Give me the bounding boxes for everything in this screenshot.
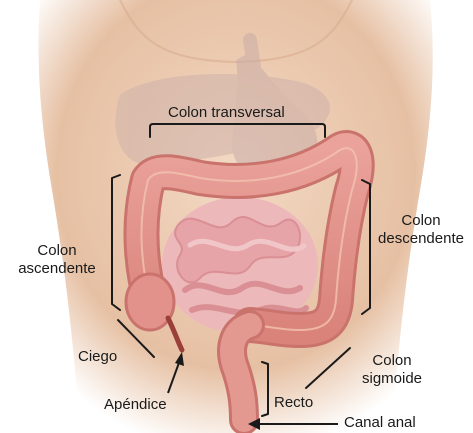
label-colon-sigmoide-line1: Colon [352, 352, 432, 370]
label-colon-descendente-line2: descendente [374, 230, 468, 248]
label-ciego: Ciego [78, 348, 117, 366]
label-colon-descendente-line1: Colon [374, 212, 468, 230]
label-canal-anal: Canal anal [344, 414, 416, 432]
cecum [126, 274, 174, 330]
label-colon-ascendente-line2: ascendente [16, 260, 98, 278]
label-apendice: Apéndice [104, 396, 167, 414]
label-colon-transversal: Colon transversal [168, 104, 285, 122]
label-colon-descendente: Colon descendente [374, 212, 468, 248]
label-recto: Recto [274, 394, 313, 412]
label-colon-sigmoide-line2: sigmoide [352, 370, 432, 388]
label-colon-sigmoide: Colon sigmoide [352, 352, 432, 388]
label-colon-ascendente: Colon ascendente [16, 242, 98, 278]
label-colon-ascendente-line1: Colon [16, 242, 98, 260]
